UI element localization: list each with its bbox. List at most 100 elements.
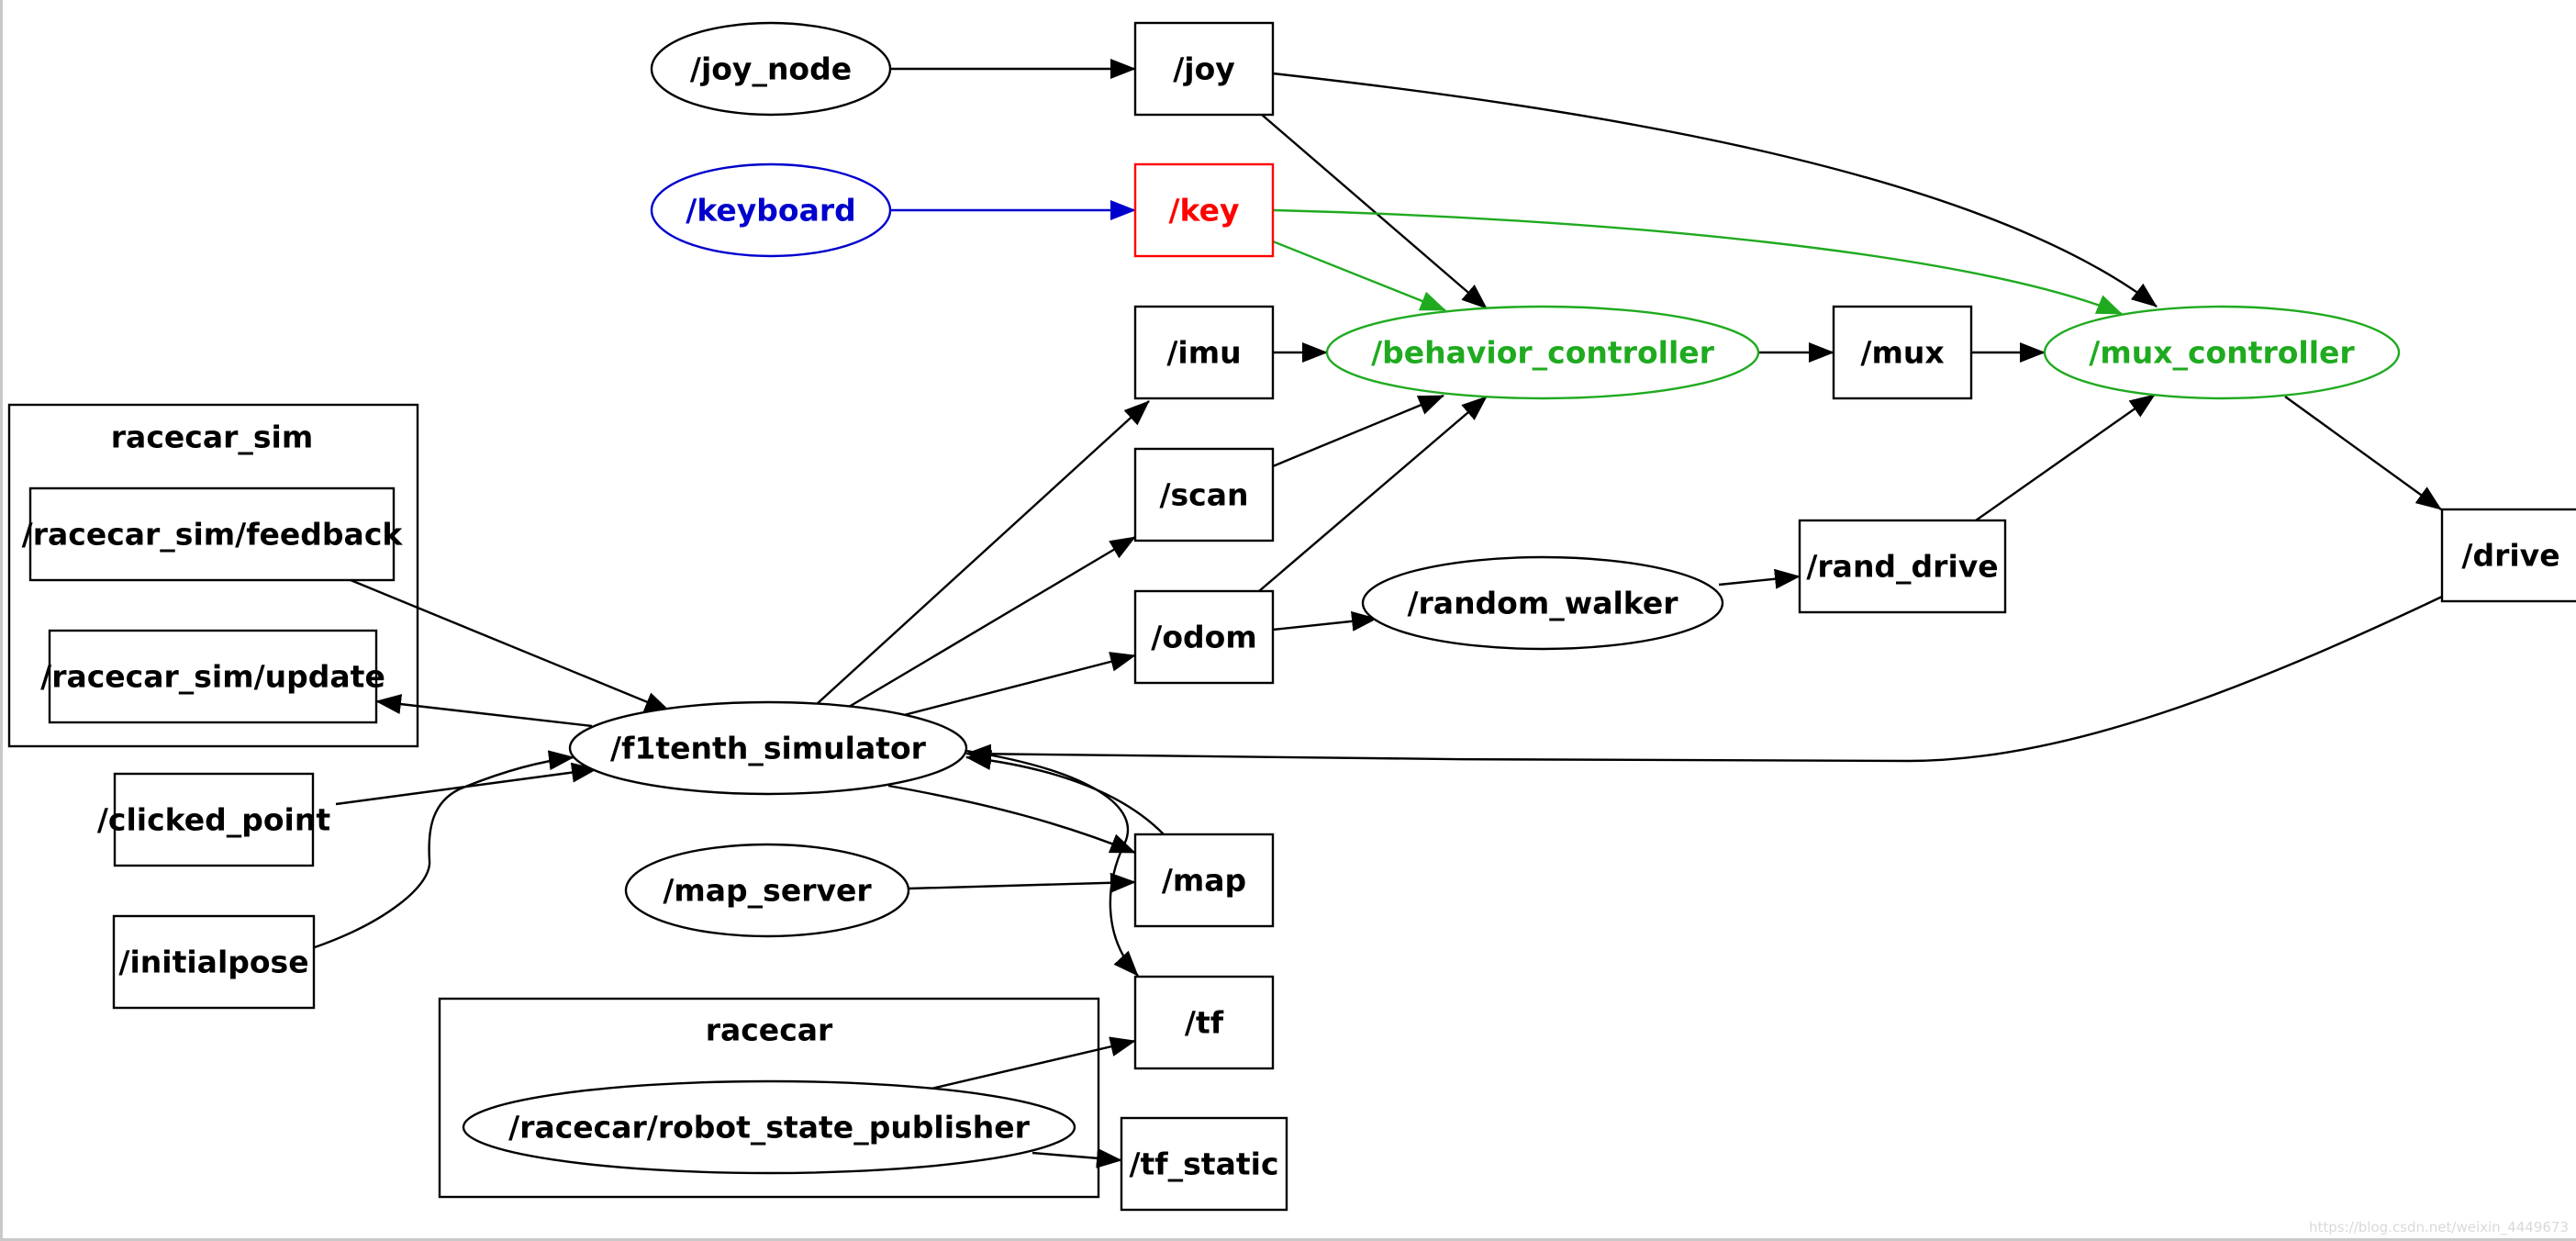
edge-f1tenth-simulator-to-odom bbox=[903, 652, 1136, 717]
node-label: /racecar_sim/update bbox=[40, 659, 385, 695]
node-label: /drive bbox=[2461, 538, 2559, 574]
node-shape bbox=[48, 629, 378, 724]
watermark-text: https://blog.csdn.net/weixin_4449673 bbox=[2309, 1219, 2569, 1235]
node-behavior-controller[interactable]: /behavior_controller bbox=[1325, 305, 1760, 400]
edge-feedback-to-f1tenth-simulator bbox=[350, 578, 671, 713]
edge-f1tenth-simulator-to-imu bbox=[816, 400, 1150, 705]
node-random-walker[interactable]: /random_walker bbox=[1361, 555, 1724, 651]
node-shape bbox=[1120, 1116, 1288, 1212]
edge-mux-controller-to-drive bbox=[2284, 396, 2442, 510]
edge-initialpose-to-f1tenth-simulator bbox=[314, 750, 574, 949]
node-shape bbox=[28, 486, 396, 582]
node-label: /joy_node bbox=[690, 51, 852, 87]
node-imu[interactable]: /imu bbox=[1133, 305, 1275, 400]
node-map-server[interactable]: /map_server bbox=[624, 843, 910, 938]
edge-map-to-f1tenth-simulator bbox=[965, 750, 1165, 835]
node-shape bbox=[568, 700, 968, 796]
frame-left-border bbox=[0, 0, 3, 1241]
node-label: /clicked_point bbox=[97, 802, 330, 838]
cluster-label: racecar_sim bbox=[111, 419, 313, 455]
node-tf-static[interactable]: /tf_static bbox=[1120, 1116, 1288, 1212]
node-shape bbox=[2440, 508, 2576, 603]
edge-f1tenth-simulator-to-scan bbox=[843, 535, 1136, 711]
node-label: /initialpose bbox=[118, 945, 308, 980]
node-shape bbox=[1133, 162, 1275, 258]
node-scan[interactable]: /scan bbox=[1133, 447, 1275, 542]
node-label: /key bbox=[1168, 193, 1239, 229]
edge-f1tenth-simulator-to-map bbox=[887, 784, 1136, 855]
edge-robot-state-publisher-to-tf bbox=[931, 1036, 1136, 1090]
node-label: /f1tenth_simulator bbox=[610, 731, 927, 766]
node-shape bbox=[1133, 305, 1275, 400]
edge-key-to-mux-controller bbox=[1272, 208, 2123, 316]
cluster-frame bbox=[438, 997, 1100, 1199]
node-rand-drive[interactable]: /rand_drive bbox=[1798, 519, 2007, 614]
node-label: /rand_drive bbox=[1806, 549, 1998, 585]
node-joy[interactable]: /joy bbox=[1133, 21, 1275, 117]
edge-joy-to-behavior-controller bbox=[1261, 114, 1488, 309]
edge-random-walker-to-rand-drive bbox=[1718, 568, 1801, 589]
node-label: /keyboard bbox=[686, 193, 855, 229]
cluster-racecar-sim: racecar_sim bbox=[7, 403, 419, 748]
node-keyboard[interactable]: /keyboard bbox=[650, 162, 892, 258]
nodes-layer: /joy_node/keyboard/joy/key/imu/scan/odom… bbox=[22, 21, 2576, 1212]
node-joy-node[interactable]: /joy_node bbox=[650, 21, 892, 117]
node-shape bbox=[1133, 21, 1275, 117]
node-label: /random_walker bbox=[1407, 586, 1678, 621]
edge-joy-to-mux-controller bbox=[1272, 72, 2158, 307]
node-shape bbox=[650, 21, 892, 117]
node-label: /joy bbox=[1173, 51, 1235, 87]
node-odom[interactable]: /odom bbox=[1133, 589, 1275, 685]
node-f1tenth-simulator[interactable]: /f1tenth_simulator bbox=[568, 700, 968, 796]
cluster-frame bbox=[7, 403, 419, 748]
node-label: /mux_controller bbox=[2089, 335, 2355, 371]
node-label: /tf_static bbox=[1129, 1146, 1278, 1182]
node-label: /imu bbox=[1166, 335, 1241, 371]
node-update[interactable]: /racecar_sim/update bbox=[40, 629, 385, 724]
node-label: /tf bbox=[1185, 1005, 1224, 1041]
node-key[interactable]: /key bbox=[1133, 162, 1275, 258]
node-shape bbox=[113, 772, 315, 867]
node-shape bbox=[650, 162, 892, 258]
edge-map-server-to-map bbox=[908, 872, 1136, 893]
node-shape bbox=[1832, 305, 1973, 400]
frame-bottom-border bbox=[0, 1238, 2576, 1241]
node-shape bbox=[1133, 447, 1275, 542]
edge-f1tenth-simulator-to-tf bbox=[965, 749, 1139, 977]
edge-odom-to-random-walker bbox=[1272, 610, 1377, 632]
node-shape bbox=[462, 1079, 1076, 1175]
cluster-racecar: racecar bbox=[438, 997, 1100, 1199]
node-clicked-point[interactable]: /clicked_point bbox=[97, 772, 330, 867]
edge-drive-to-f1tenth-simulator bbox=[965, 595, 2443, 765]
cluster-label: racecar bbox=[706, 1012, 833, 1048]
node-label: /scan bbox=[1159, 477, 1248, 513]
edge-f1tenth-simulator-to-update bbox=[375, 694, 593, 728]
node-initialpose[interactable]: /initialpose bbox=[112, 914, 316, 1010]
edge-rand-drive-to-mux-controller bbox=[1975, 394, 2156, 521]
node-mux[interactable]: /mux bbox=[1832, 305, 1973, 400]
node-shape bbox=[1361, 555, 1724, 651]
node-map[interactable]: /map bbox=[1133, 833, 1275, 928]
node-feedback[interactable]: /racecar_sim/feedback bbox=[22, 486, 404, 582]
edge-scan-to-behavior-controller bbox=[1272, 394, 1444, 468]
node-drive[interactable]: /drive bbox=[2440, 508, 2576, 603]
edge-odom-to-behavior-controller bbox=[1258, 396, 1488, 592]
edge-robot-state-publisher-to-tf-static bbox=[1032, 1147, 1122, 1168]
node-label: /racecar/robot_state_publisher bbox=[508, 1110, 1030, 1146]
node-label: /map_server bbox=[663, 873, 872, 909]
node-shape bbox=[1325, 305, 1760, 400]
node-shape bbox=[1133, 975, 1275, 1070]
node-label: /odom bbox=[1151, 620, 1256, 655]
node-tf[interactable]: /tf bbox=[1133, 975, 1275, 1070]
node-shape bbox=[624, 843, 910, 938]
node-label: /mux bbox=[1860, 335, 1944, 371]
node-mux-controller[interactable]: /mux_controller bbox=[2043, 305, 2401, 400]
node-shape bbox=[2043, 305, 2401, 400]
node-shape bbox=[1133, 589, 1275, 685]
node-robot-state-publisher[interactable]: /racecar/robot_state_publisher bbox=[462, 1079, 1076, 1175]
node-shape bbox=[1798, 519, 2007, 614]
edge-key-to-behavior-controller bbox=[1272, 240, 1446, 312]
edges-layer bbox=[314, 59, 2443, 1168]
